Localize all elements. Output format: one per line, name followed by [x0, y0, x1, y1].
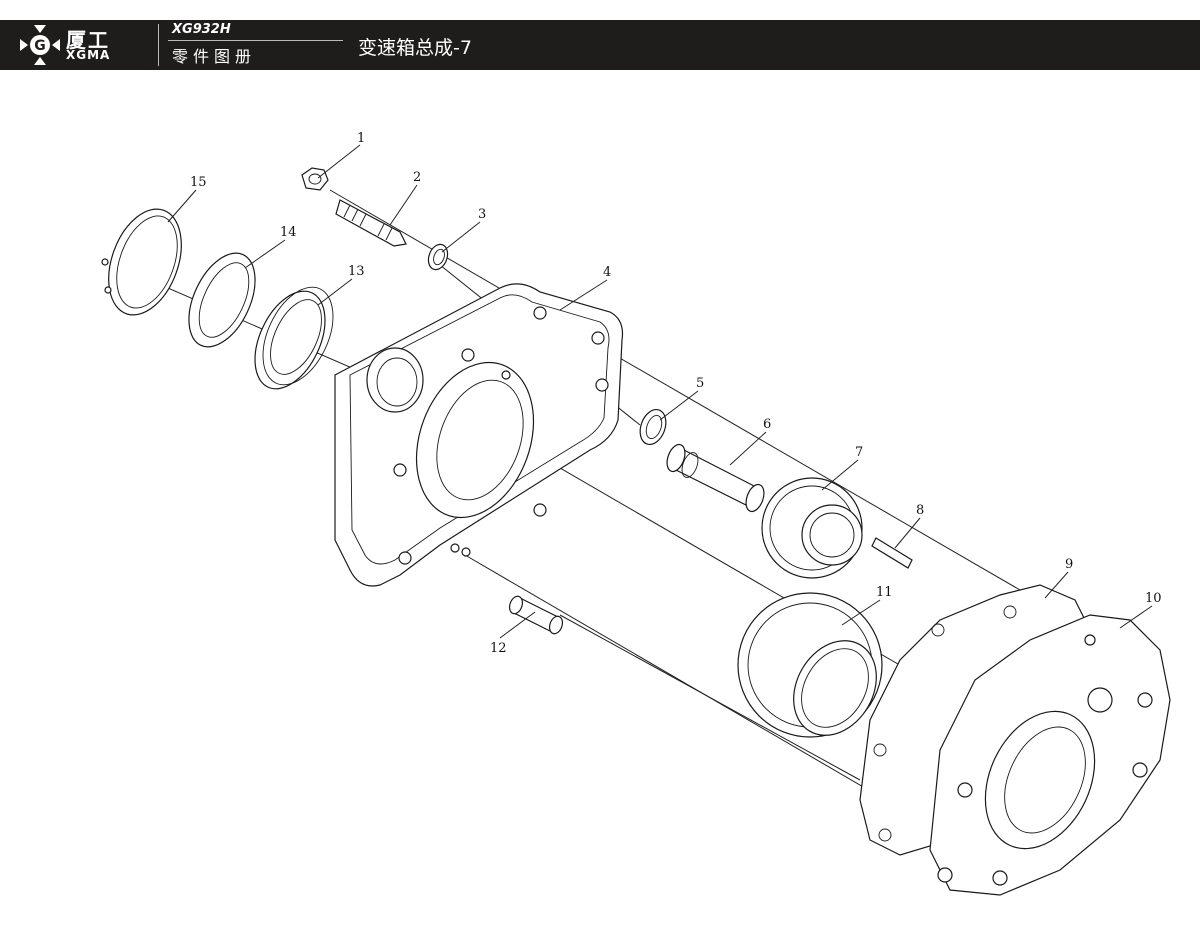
- model-rule: [168, 40, 343, 41]
- header-bar: G 厦工 XGMA XG932H 零件图册 变速箱总成-7: [0, 20, 1200, 70]
- callout-2: 2: [413, 170, 421, 185]
- callout-1: 1: [357, 131, 365, 146]
- logo-letter: G: [34, 38, 46, 54]
- part-14-washer: [188, 252, 256, 348]
- part-10-pump-cover: [929, 614, 1171, 896]
- callout-3: 3: [478, 207, 486, 222]
- model-code: XG932H: [172, 22, 231, 37]
- leader-lines: [167, 144, 1153, 639]
- catalog-title: 零件图册: [172, 47, 257, 66]
- callout-15: 15: [190, 175, 207, 190]
- part-1-nut: [301, 167, 329, 191]
- part-6-bushing: [666, 443, 765, 513]
- part-15-snap-ring: [101, 208, 182, 316]
- callout-10: 10: [1145, 591, 1162, 606]
- callout-14: 14: [280, 225, 297, 240]
- callout-6: 6: [763, 417, 771, 432]
- callout-13: 13: [348, 264, 365, 279]
- part-11-driven-gear: [737, 592, 883, 738]
- page-title: 变速箱总成-7: [358, 37, 472, 59]
- callout-labels: 1 2 3 4 5 6 7 8 9 10 11 12 13 14 15: [190, 131, 1162, 656]
- callout-5: 5: [696, 376, 704, 391]
- part-12-dowel: [508, 595, 564, 635]
- part-8-pin: [871, 537, 913, 569]
- part-2-stud: [335, 199, 407, 247]
- part-4-pump-housing: [334, 283, 624, 587]
- callout-7: 7: [855, 445, 863, 460]
- part-3-washer: [427, 243, 449, 271]
- brand-name-cn: 厦工: [66, 28, 110, 52]
- part-7-drive-gear: [761, 477, 863, 579]
- callout-9: 9: [1065, 557, 1073, 572]
- part-13-oil-seal: [254, 286, 334, 390]
- xgma-logo-icon: G: [20, 25, 60, 65]
- brand-name-en: XGMA: [66, 48, 111, 62]
- header-divider: [158, 24, 159, 66]
- callout-11: 11: [876, 585, 893, 600]
- part-5-washer: [639, 408, 667, 446]
- callout-8: 8: [916, 503, 924, 518]
- callout-4: 4: [603, 265, 611, 280]
- callout-12: 12: [490, 641, 507, 656]
